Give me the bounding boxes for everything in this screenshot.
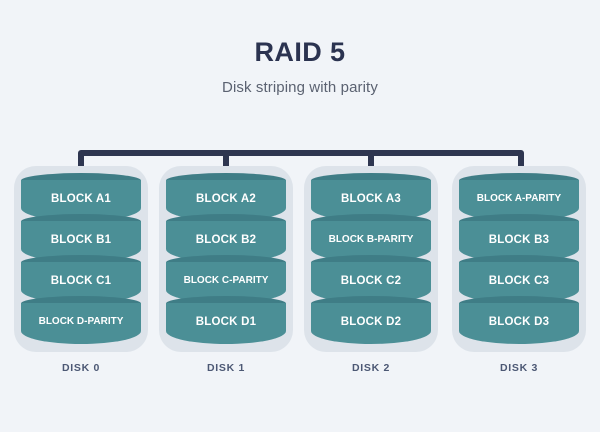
disk-block[interactable]: BLOCK A-PARITY (459, 173, 579, 221)
disk-block[interactable]: BLOCK D3 (459, 296, 579, 344)
block-label: BLOCK C1 (50, 275, 112, 287)
disk-platters: BLOCK A1 BLOCK B1 BLOCK C1 BLOCK D-PARIT… (21, 173, 141, 345)
cylinder-body (459, 303, 579, 344)
block-label-parity: BLOCK D-PARITY (38, 316, 124, 327)
disk-platters: BLOCK A-PARITY BLOCK B3 BLOCK C3 BLOCK D… (459, 173, 579, 345)
disk-block[interactable]: BLOCK C1 (21, 255, 141, 303)
block-label-parity: BLOCK B-PARITY (328, 234, 414, 245)
disk-caption-1: DISK 1 (206, 362, 246, 374)
block-label: BLOCK A1 (51, 193, 111, 205)
block-label-parity: BLOCK C-PARITY (183, 275, 269, 286)
disk-block[interactable]: BLOCK D2 (311, 296, 431, 344)
disk-platters: BLOCK A2 BLOCK B2 BLOCK C-PARITY BLOCK D… (166, 173, 286, 345)
page-subtitle: Disk striping with parity (222, 78, 378, 96)
block-label-parity: BLOCK A-PARITY (476, 193, 562, 204)
block-label: BLOCK C2 (340, 275, 402, 287)
disk-block[interactable]: BLOCK D1 (166, 296, 286, 344)
disk-block[interactable]: BLOCK A1 (21, 173, 141, 221)
disk-caption-2: DISK 2 (351, 362, 391, 374)
disk-block[interactable]: BLOCK D-PARITY (21, 296, 141, 344)
block-label: BLOCK D2 (340, 316, 402, 328)
block-label: BLOCK A3 (341, 193, 401, 205)
disk-block[interactable]: BLOCK C3 (459, 255, 579, 303)
block-label: BLOCK D1 (195, 316, 257, 328)
block-label: BLOCK B3 (488, 234, 550, 246)
block-label: BLOCK D3 (488, 316, 550, 328)
cylinder-body (311, 303, 431, 344)
diagram-header: RAID 5 Disk striping with parity (0, 37, 600, 96)
block-label: BLOCK B1 (50, 234, 112, 246)
disk-platters: BLOCK A3 BLOCK B-PARITY BLOCK C2 BLOCK D… (311, 173, 431, 345)
cylinder-body (21, 303, 141, 344)
disk-stack-group: BLOCK A1 BLOCK B1 BLOCK C1 BLOCK D-PARIT… (0, 166, 600, 386)
disk-block[interactable]: BLOCK B1 (21, 214, 141, 262)
block-label: BLOCK C3 (488, 275, 550, 287)
disk-caption-0: DISK 0 (61, 362, 101, 374)
cylinder-body (166, 303, 286, 344)
block-label: BLOCK A2 (196, 193, 256, 205)
bus-bar (78, 150, 524, 156)
block-label: BLOCK B2 (195, 234, 257, 246)
page-title: RAID 5 (254, 37, 346, 67)
disk-caption-3: DISK 3 (499, 362, 539, 374)
